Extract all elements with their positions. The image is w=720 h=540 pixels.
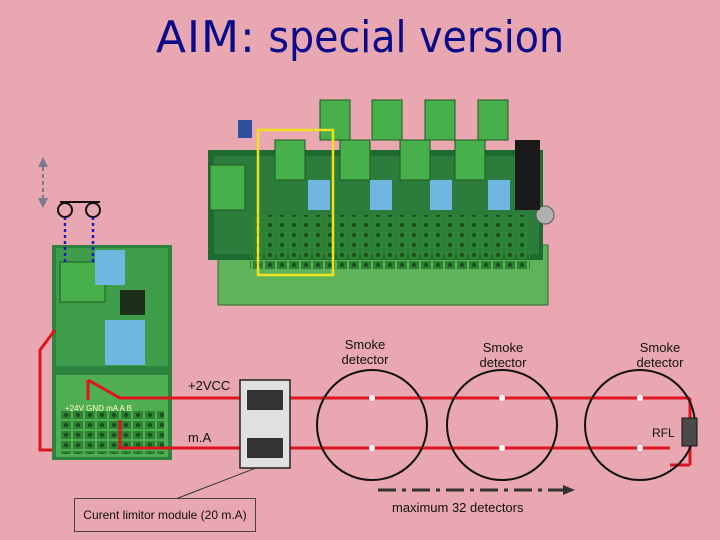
detector-label-1-line1: Smoke [344, 337, 386, 352]
detector-label-1-line2: detector [341, 352, 389, 367]
rfl-resistor [681, 417, 698, 447]
smoke-detector-3 [584, 369, 696, 481]
max-detectors-label: maximum 32 detectors [392, 500, 524, 515]
controller-board-photo [208, 99, 555, 306]
detector-label-3-line1: Smoke [639, 340, 681, 355]
detector-label-2-line2: detector [479, 355, 527, 370]
smoke-detector-2 [446, 369, 558, 481]
slide-title: AIM: special version [0, 10, 720, 66]
detector-label-2-line1: Smoke [482, 340, 524, 355]
title-special-version: special version [255, 12, 565, 63]
detector-label-3: Smoke detector [628, 340, 692, 370]
current-limitor-module [159, 379, 291, 506]
ma-line-label: m.A [188, 430, 212, 445]
red-wiring [38, 329, 692, 467]
rfl-label: RFL [652, 426, 675, 440]
smoke-detector-1 [316, 369, 428, 481]
detector-label-3-line2: detector [636, 355, 684, 370]
vcc-line-label: +2VCC [188, 378, 231, 393]
detector-label-1: Smoke detector [333, 337, 397, 367]
title-aim: AIM: [155, 12, 256, 63]
terminal-strip-label: +24V GND mA A B [65, 404, 132, 413]
left-module-photo: +24V GND mA A B [52, 245, 172, 460]
current-limitor-label: Curent limitor module (20 m.A) [74, 498, 256, 532]
sensor-symbol [38, 157, 101, 262]
max-detectors-arrow [378, 485, 575, 495]
detector-label-2: Smoke detector [471, 340, 535, 370]
smoke-detectors [316, 369, 696, 481]
